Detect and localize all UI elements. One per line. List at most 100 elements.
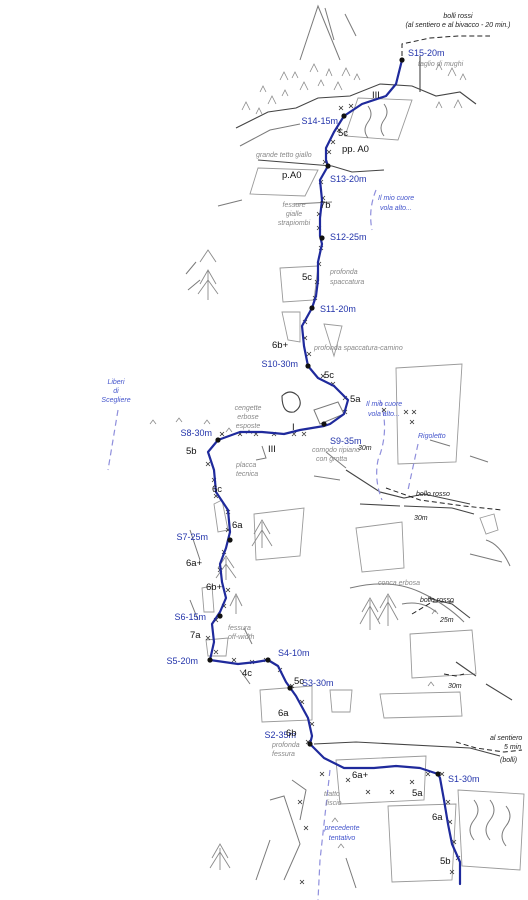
belay-label: S9-35m (330, 436, 362, 446)
length-30m-a: 30m (358, 445, 372, 452)
length-30m-c: 30m (448, 683, 462, 690)
approach-top (401, 35, 490, 56)
belay-dot (321, 421, 327, 427)
belay-label: S5-20m (166, 656, 198, 666)
grade-label: 5c (324, 370, 334, 381)
liberi-c: Scegliere (101, 397, 130, 404)
rigoletto: Rigoletto (418, 433, 446, 440)
approach-sentiero (455, 741, 523, 753)
other-route-labels: Il mio cuore vola alto... Il mio cuore v… (101, 195, 445, 842)
grade-label: 7b (320, 200, 331, 211)
sentiero-1: al sentiero (490, 735, 522, 742)
belay-dot (307, 741, 313, 747)
note-cengette-3: esposte (236, 423, 261, 430)
belay-dot (309, 305, 315, 311)
grade-label: 6c (212, 484, 222, 495)
precedente-a: precedente (323, 825, 359, 832)
belay-dot (435, 771, 441, 777)
belay-label: S6-15m (174, 612, 206, 622)
belay-dot (399, 57, 405, 63)
note-proffes-2: fessura (272, 751, 295, 758)
belay-label: S1-30m (448, 774, 480, 784)
grade-label: 4c (242, 668, 252, 679)
top-note-line1: bolli rossi (443, 13, 473, 20)
length-30m-b: 30m (414, 515, 428, 522)
sentiero-2: 5 min (504, 744, 521, 751)
approach-bottom (443, 673, 465, 677)
grade-label: 5b (440, 856, 451, 867)
belay-label: S7-25m (176, 532, 208, 542)
liberi-b: di (113, 388, 119, 395)
other-route-liberi-line (107, 409, 119, 471)
grade-label: I (292, 422, 295, 433)
grade-label: III (268, 444, 276, 455)
note-fessure-3: strapiombi (278, 220, 311, 227)
belay-label: S4-10m (278, 648, 310, 658)
terrain-notes: taglio di mughi grande tetto giallo fess… (228, 61, 464, 807)
belay-dot (265, 657, 271, 663)
grade-label: 6a (278, 708, 289, 719)
grade-label: 7a (190, 630, 201, 641)
cuore1-b: vola alto... (380, 205, 412, 212)
grade-label: 6a (432, 812, 443, 823)
note-placca-2: tecnica (236, 471, 258, 478)
bolt-marks (205, 103, 461, 885)
rock-outlines (185, 4, 525, 889)
belay-dot (207, 657, 213, 663)
belay-label: S2-35m (264, 730, 296, 740)
note-tratto-2: liscio (326, 800, 342, 807)
grade-label: 6a (232, 520, 243, 531)
grade-label: 5b (186, 446, 197, 457)
sentiero-3: (bolli) (500, 757, 517, 764)
note-placca-1: placca (235, 462, 256, 469)
grade-label: 6b (286, 728, 297, 739)
vegetation (149, 63, 467, 870)
belay-label: S13-20m (330, 174, 367, 184)
note-profonda-camino: profonda spaccatura-camino (313, 345, 403, 352)
note-proffes-1: profonda (271, 742, 300, 749)
note-comodo-2: con grotta (316, 456, 347, 463)
bollo-rosso-1: bollo rosso (416, 491, 450, 498)
grade-label: pp. A0 (342, 144, 369, 155)
other-routes (107, 189, 419, 900)
grade-label: p.A0 (282, 170, 302, 181)
grade-label: 5a (350, 394, 361, 405)
liberi-a: Liberi (107, 379, 125, 386)
length-25m: 25m (439, 617, 454, 624)
cuore2-a: Il mio cuore (366, 401, 402, 408)
cuore1-a: Il mio cuore (378, 195, 414, 202)
grade-label: 6a+ (186, 558, 203, 569)
grade-label: 6a+ (352, 770, 369, 781)
note-cengette-1: cengette (235, 405, 262, 412)
other-route-cuore-top-line (370, 189, 377, 231)
note-tetto: grande tetto giallo (256, 152, 312, 159)
note-fessura-1: fessura (228, 625, 251, 632)
top-note-line2: (al sentiero e al bivacco - 20 min.) (405, 22, 510, 29)
belay-dot (217, 613, 223, 619)
note-tratto-1: tratto (324, 791, 340, 798)
bollo-rosso-2: bollo rosso (420, 597, 454, 604)
belay-dot (319, 235, 325, 241)
note-fessure-2: gialle (286, 211, 302, 218)
belay-stations (207, 57, 441, 777)
approach-paths (385, 35, 523, 753)
grade-label: III (372, 90, 380, 101)
grade-label: 6b+ (206, 582, 223, 593)
belay-dot (227, 537, 233, 543)
other-route-cuore-mid-line (376, 399, 386, 501)
approach-bollo1 (385, 487, 503, 511)
note-comodo-1: comodo ripiano (312, 447, 360, 454)
note-profonda-1: profonda (329, 269, 358, 276)
cuore2-b: vola alto... (368, 411, 400, 418)
grade-label: 5c (294, 676, 304, 687)
belay-labels: S15-20mS14-15mS13-20mS12-25mS11-20mS10-3… (166, 48, 479, 784)
belay-label: S15-20m (408, 48, 445, 58)
note-fessure-1: fessure (283, 202, 306, 209)
belay-dot (287, 685, 293, 691)
grade-label: 5c (302, 272, 312, 283)
belay-label: S8-30m (180, 428, 212, 438)
belay-label: S3-30m (302, 678, 334, 688)
belay-label: S10-30m (261, 359, 298, 369)
belay-dot (215, 437, 221, 443)
